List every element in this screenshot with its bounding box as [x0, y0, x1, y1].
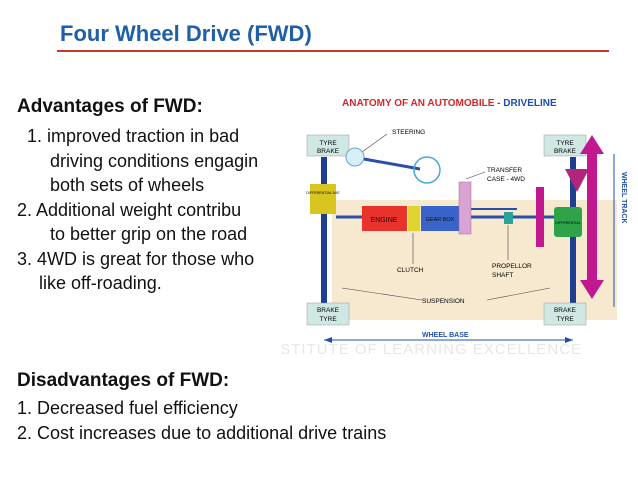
- tyre-bottom-left: BRAKE TYRE: [306, 302, 350, 326]
- disadvantages-list: 1. Decreased fuel efficiency 2. Cost inc…: [17, 396, 386, 446]
- svg-text:BRAKE: BRAKE: [554, 148, 577, 155]
- propeller-label-1: PROPELLOR: [492, 263, 532, 270]
- clutch-label: CLUTCH: [397, 267, 424, 274]
- engine-block: [362, 206, 407, 231]
- disadvantages-heading: Disadvantages of FWD:: [17, 370, 230, 391]
- arrow-up-icon: [565, 169, 589, 192]
- transfer-case-label-1: TRANSFER: [487, 167, 522, 174]
- diagram-heading-part1: ANATOMY OF AN AUTOMOBILE -: [342, 98, 503, 109]
- clutch-block: [408, 206, 420, 231]
- svg-text:BRAKE: BRAKE: [317, 307, 340, 314]
- front-differential: [310, 184, 336, 214]
- disadvantage-item: 1. Decreased fuel efficiency: [17, 398, 238, 418]
- gearbox-label: GEAR BOX: [426, 217, 455, 223]
- title-underline: [57, 50, 609, 52]
- slide-title: Four Wheel Drive (FWD): [60, 21, 312, 46]
- suspension-label: SUSPENSION: [422, 298, 465, 305]
- propeller-label-2: SHAFT: [492, 272, 513, 279]
- steering-pointer: [361, 133, 388, 153]
- advantage-line: 2. Additional weight contribu: [17, 199, 242, 220]
- svg-text:TYRE: TYRE: [319, 316, 337, 323]
- advantage-line: 3. 4WD is great for those who: [17, 248, 255, 269]
- torque-arrows: [536, 135, 604, 299]
- wheel-track-label: WHEEL TRACK: [620, 172, 627, 224]
- steering-gear: [413, 156, 441, 184]
- rear-differential-label: DIFFERENTIAL: [555, 221, 581, 225]
- tyre-top-left: TYRE BRAKE: [306, 134, 350, 157]
- advantage-line: 1. improved traction in bad: [27, 126, 240, 146]
- wheel-base-label: WHEEL BASE: [422, 332, 469, 339]
- front-differential-label: DIFFERENTIAL AXE: [306, 191, 340, 195]
- rear-differential: [554, 207, 582, 237]
- svg-text:TYRE: TYRE: [556, 140, 574, 147]
- transfer-case: [458, 181, 472, 235]
- gearbox-block: [421, 206, 459, 231]
- watermark-text: MAHINDRA INSTITUTE OF LEARNING EXCELLENC…: [282, 341, 582, 358]
- propeller-joint: [504, 212, 513, 224]
- svg-text:BRAKE: BRAKE: [317, 148, 340, 155]
- svg-text:BRAKE: BRAKE: [554, 307, 577, 314]
- driveline-svg: MAHINDRA INSTITUTE OF LEARNING EXCELLENC…: [171, 98, 627, 358]
- engine-label: ENGINE: [371, 217, 398, 224]
- tyre-top-right: TYRE BRAKE: [543, 134, 587, 157]
- diagram-heading-part2: DRIVELINE: [503, 98, 557, 109]
- steering-label: STEERING: [392, 129, 425, 136]
- advantage-line: driving conditions engagin: [50, 150, 259, 171]
- svg-text:TYRE: TYRE: [319, 140, 337, 147]
- disadvantage-item: 2. Cost increases due to additional driv…: [17, 423, 387, 443]
- steering-column: [363, 157, 421, 171]
- advantages-heading: Advantages of FWD:: [17, 96, 203, 117]
- transfer-case-label-2: CASE - 4WD: [487, 176, 525, 183]
- diagram-heading: ANATOMY OF AN AUTOMOBILE - DRIVELINE: [342, 98, 557, 109]
- driveline-diagram: MAHINDRA INSTITUTE OF LEARNING EXCELLENC…: [171, 92, 634, 362]
- advantage-line: both sets of wheels: [50, 175, 205, 195]
- tyre-bottom-right: BRAKE TYRE: [543, 302, 587, 326]
- advantage-line: to better grip on the road: [50, 224, 248, 244]
- svg-text:TYRE: TYRE: [556, 316, 574, 323]
- advantages-list: 1. improved traction in bad driving cond…: [17, 124, 289, 296]
- steering-wheel: [345, 147, 365, 167]
- advantage-line: like off-roading.: [39, 273, 162, 293]
